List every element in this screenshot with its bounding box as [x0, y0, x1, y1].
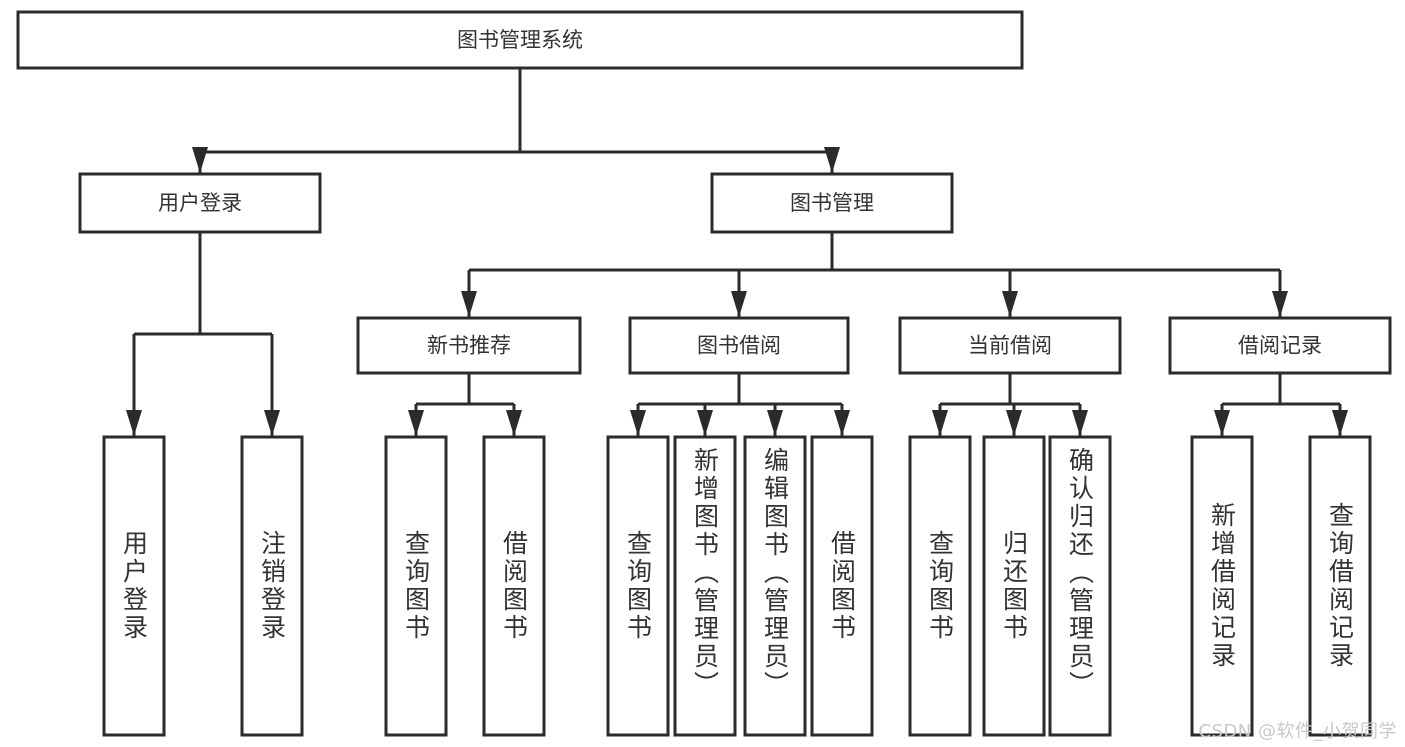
level3-node-0-rect[interactable]	[356, 316, 582, 375]
arrow-down-icon-leaf-3	[506, 410, 522, 436]
leaf-node-5[interactable]	[673, 435, 737, 737]
leaf-node-5-rect[interactable]	[673, 435, 737, 737]
level3-node-1-label: 图书借阅	[697, 334, 781, 358]
leaf-node-8[interactable]	[908, 435, 972, 737]
level3-node-3-label: 借阅记录	[1238, 334, 1322, 358]
level2-node-0-label: 用户登录	[158, 191, 242, 215]
leaf-node-1-rect[interactable]	[240, 435, 304, 737]
root-node-rect[interactable]	[16, 10, 1024, 70]
arrow-down-icon-leaf-0	[126, 410, 142, 436]
arrow-down-icon-level3-1	[731, 291, 747, 317]
level3-node-2-rect[interactable]	[898, 316, 1122, 375]
arrow-down-icon-leaf-2	[408, 410, 424, 436]
leaf-node-3[interactable]	[482, 435, 546, 737]
leaf-node-1[interactable]	[240, 435, 304, 737]
arrow-down-icon-leaf-5	[697, 410, 713, 436]
level3-node-2[interactable]: 当前借阅	[898, 316, 1122, 375]
leaf-node-2-rect[interactable]	[384, 435, 448, 737]
leaf-node-11-rect[interactable]	[1190, 435, 1254, 737]
level3-node-0[interactable]: 新书推荐	[356, 316, 582, 375]
level2-node-1-label: 图书管理	[790, 191, 874, 215]
leaf-node-9[interactable]	[982, 435, 1046, 737]
root-node[interactable]: 图书管理系统	[16, 10, 1024, 70]
level2-node-0[interactable]: 用户登录	[78, 172, 322, 234]
level3-node-0-label: 新书推荐	[427, 334, 511, 358]
leaf-node-12[interactable]	[1308, 435, 1372, 737]
connector-layer	[126, 68, 1348, 436]
arrow-down-icon-leaf-9	[1006, 410, 1022, 436]
level2-node-1[interactable]: 图书管理	[710, 172, 954, 234]
arrow-down-icon-leaf-7	[834, 410, 850, 436]
arrow-down-icon-level3-3	[1272, 291, 1288, 317]
leaf-node-2[interactable]	[384, 435, 448, 737]
arrow-down-icon-leaf-6	[767, 410, 783, 436]
arrow-down-icon-leaf-11	[1214, 410, 1230, 436]
level3-node-3[interactable]: 借阅记录	[1168, 316, 1392, 375]
level3-node-2-label: 当前借阅	[968, 334, 1052, 358]
arrow-down-icon-leaf-8	[932, 410, 948, 436]
arrow-down-icon-level2-0	[192, 147, 208, 173]
leaf-node-4[interactable]	[606, 435, 670, 737]
level3-node-3-rect[interactable]	[1168, 316, 1392, 375]
leaf-node-6-rect[interactable]	[743, 435, 807, 737]
leaf-node-4-rect[interactable]	[606, 435, 670, 737]
arrow-down-icon-leaf-4	[630, 410, 646, 436]
level3-node-1-rect[interactable]	[628, 316, 850, 375]
leaf-node-3-rect[interactable]	[482, 435, 546, 737]
arrow-down-icon-level3-0	[461, 291, 477, 317]
level3-node-1[interactable]: 图书借阅	[628, 316, 850, 375]
arrow-down-icon-leaf-12	[1332, 410, 1348, 436]
arrow-down-icon-leaf-1	[264, 410, 280, 436]
leaf-node-6[interactable]	[743, 435, 807, 737]
arrow-down-icon-level2-1	[824, 147, 840, 173]
leaf-node-10-rect[interactable]	[1048, 435, 1112, 737]
leaf-node-10[interactable]	[1048, 435, 1112, 737]
leaf-node-7-rect[interactable]	[810, 435, 874, 737]
level2-node-1-rect[interactable]	[710, 172, 954, 234]
leaf-node-0-rect[interactable]	[102, 435, 166, 737]
leaf-node-11[interactable]	[1190, 435, 1254, 737]
leaf-node-7[interactable]	[810, 435, 874, 737]
leaf-node-0[interactable]	[102, 435, 166, 737]
level2-node-0-rect[interactable]	[78, 172, 322, 234]
csdn-watermark: CSDN @软件_小贺同学	[1198, 721, 1397, 742]
leaf-node-12-rect[interactable]	[1308, 435, 1372, 737]
root-node-label: 图书管理系统	[457, 28, 583, 52]
arrow-down-icon-level3-2	[1002, 291, 1018, 317]
leaf-node-9-rect[interactable]	[982, 435, 1046, 737]
arrow-down-icon-leaf-10	[1072, 410, 1088, 436]
leaf-node-8-rect[interactable]	[908, 435, 972, 737]
